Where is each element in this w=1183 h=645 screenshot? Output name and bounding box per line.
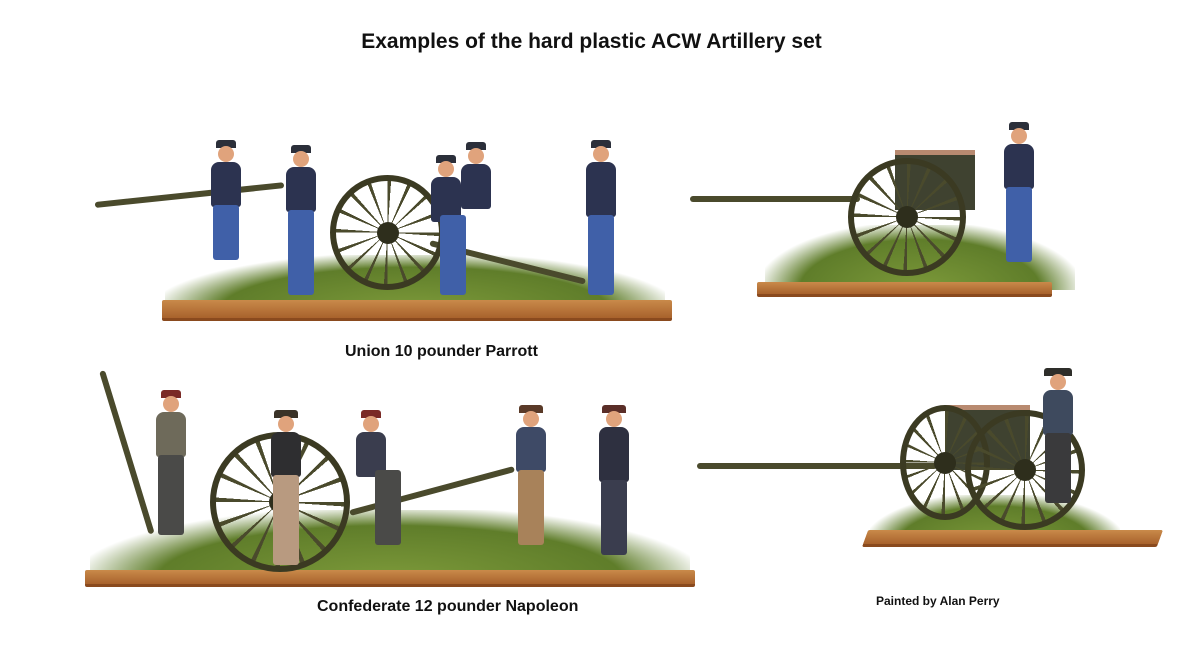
base xyxy=(162,300,672,321)
gun-wheel xyxy=(330,175,445,290)
painter-credit: Painted by Alan Perry xyxy=(876,594,1000,608)
limber-wheel xyxy=(848,158,966,276)
rammer xyxy=(94,182,285,208)
base xyxy=(85,570,695,587)
limber-pole xyxy=(697,463,937,469)
base xyxy=(757,282,1052,297)
limber-pole xyxy=(690,196,860,202)
union-gun-caption: Union 10 pounder Parrott xyxy=(345,343,538,360)
base xyxy=(861,530,1164,547)
confederate-gun-caption: Confederate 12 pounder Napoleon xyxy=(317,598,579,615)
page-title: Examples of the hard plastic ACW Artille… xyxy=(361,30,822,53)
